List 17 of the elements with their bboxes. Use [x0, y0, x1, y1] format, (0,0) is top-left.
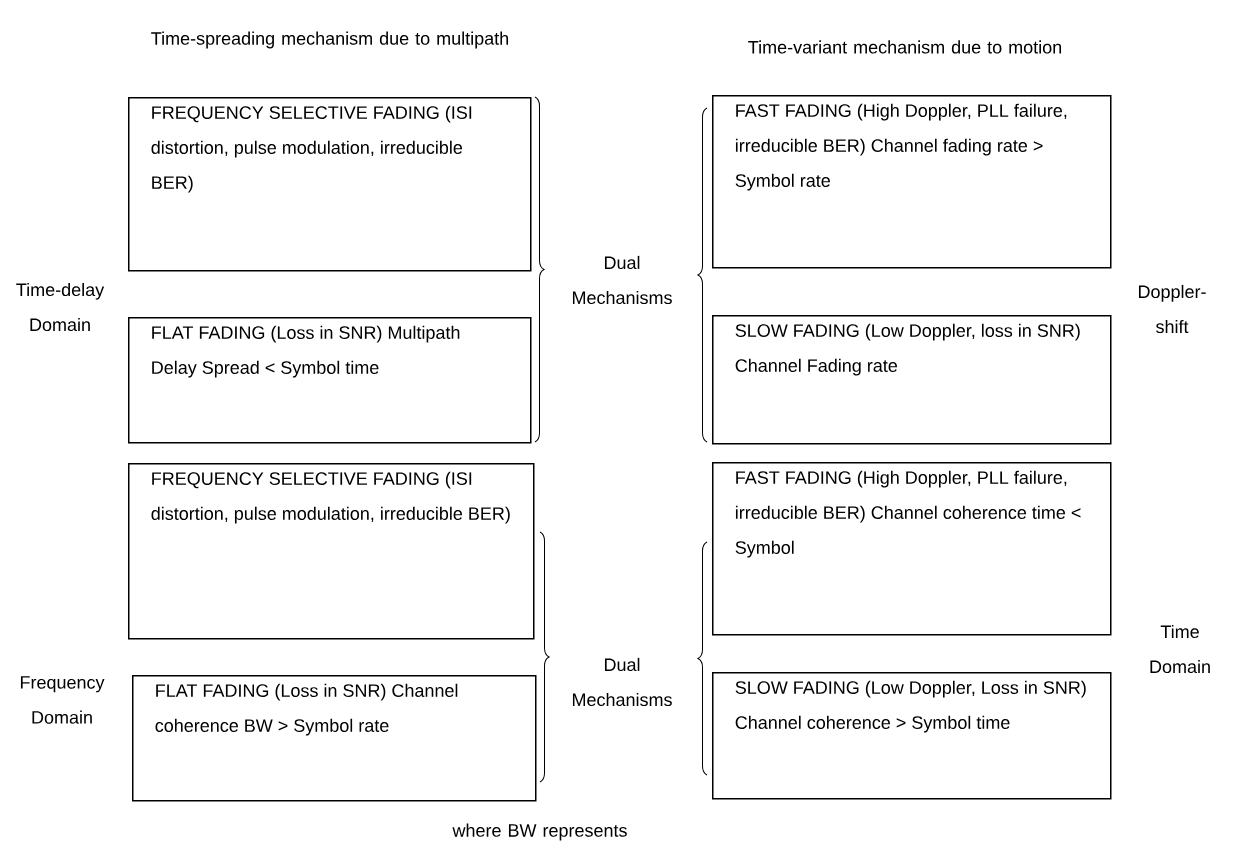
side-label: Doppler-shift [1139, 284, 1206, 334]
process-box: FREQUENCY SELECTIVE FADING (ISI distortion, pulse modulation, irreducible BER) [128, 463, 535, 640]
process-box: FLAT FADING (Loss in SNR) Multipath Delay Spread < Symbol time [128, 317, 532, 444]
process-box: FLAT FADING (Loss in SNR) Channel coherence BW > Symbol rate [132, 675, 537, 802]
side-label: where BW represents [452, 823, 627, 841]
process-box: SLOW FADING (Low Doppler, Loss in SNR) Channel coherence > Symbol time [712, 672, 1112, 800]
side-label: Time-spreading mechanism due to multipath [151, 31, 509, 49]
process-box: FAST FADING (High Doppler, PLL failure, irreducible BER) Channel coherence time < Symbol [712, 462, 1112, 636]
side-label: Dual Mechanisms [572, 657, 672, 707]
side-label: Time-delay Domain [16, 282, 105, 332]
side-label: Time Domain [1150, 624, 1210, 674]
process-box: FAST FADING (High Doppler, PLL failure, irreducible BER) Channel fading rate > Symbol rate [712, 95, 1112, 269]
side-label: Frequency Domain [20, 676, 105, 724]
process-box: SLOW FADING (Low Doppler, loss in SNR) Channel Fading rate [712, 315, 1112, 445]
side-label: Dual Mechanisms [572, 255, 672, 305]
process-box: FREQUENCY SELECTIVE FADING (ISI distortion, pulse modulation, irreducible BER) [128, 97, 532, 272]
side-label: Time-variant mechanism due to motion [748, 40, 1062, 54]
